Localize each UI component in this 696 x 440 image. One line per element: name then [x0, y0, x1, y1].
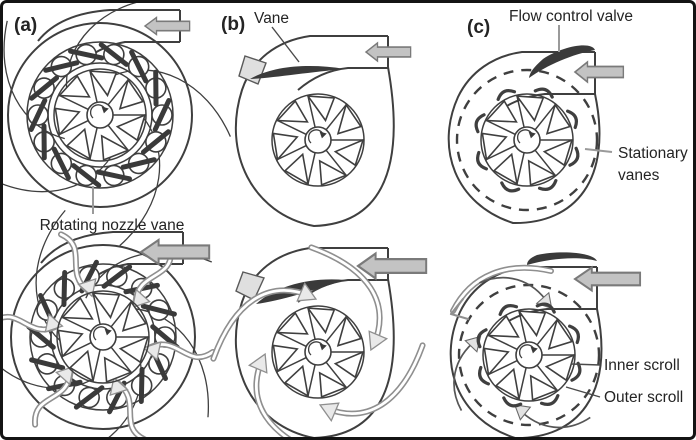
inlet-flow-arrow-icon: [356, 252, 428, 280]
flow-control-valve-blade-open: [527, 252, 597, 265]
inlet-flow-arrow-icon: [144, 16, 191, 36]
inlet-vane: [250, 66, 345, 79]
stationary-vanes-label-line2: vanes: [618, 167, 660, 184]
panel-a-letter: (a): [14, 15, 37, 36]
turbine-wheel: [480, 93, 574, 187]
stationary-vanes-leader-line: [584, 148, 613, 153]
turbine-wheel: [482, 308, 576, 402]
panel-c-letter: (c): [467, 17, 490, 38]
panel-b-top-diagram: [234, 35, 412, 227]
panel-a-top-diagram: [0, 0, 242, 247]
panel-c-bottom-diagram: [428, 252, 642, 440]
outer-scroll-label: Outer scroll: [604, 389, 683, 406]
inlet-flow-arrow-icon: [574, 61, 625, 83]
rotating-nozzle-vane-caption: Rotating nozzle vane: [40, 217, 185, 234]
panel-a-bottom-diagram: [0, 209, 240, 440]
inner-scroll-leader-line: [570, 363, 601, 366]
stationary-vanes-label-line1: Stationary: [618, 145, 688, 162]
panel-b-letter: (b): [221, 14, 245, 35]
vane-label: Vane: [254, 10, 289, 27]
panel-c-top-diagram: [447, 45, 625, 225]
turbine-wheel: [271, 305, 365, 399]
vane-pivot-wedge: [238, 55, 267, 85]
inner-scroll-label: Inner scroll: [604, 357, 680, 374]
outer-scroll-leader-line: [565, 386, 601, 398]
turbine-wheel: [271, 93, 365, 187]
flow-control-valve-label: Flow control valve: [509, 8, 633, 25]
turbine-wheel: [53, 68, 147, 162]
inlet-flow-arrow-icon: [573, 266, 642, 292]
turbine-wheel: [56, 290, 150, 384]
flow-control-valve-blade: [529, 45, 595, 78]
inlet-flow-arrow-icon: [139, 238, 211, 266]
outer-scroll-flow-arrow: [449, 264, 554, 321]
stationary-vane-ring-dashed: [455, 68, 599, 212]
panel-b-bottom-diagram: [213, 247, 428, 440]
vane-leader-line: [271, 26, 300, 63]
